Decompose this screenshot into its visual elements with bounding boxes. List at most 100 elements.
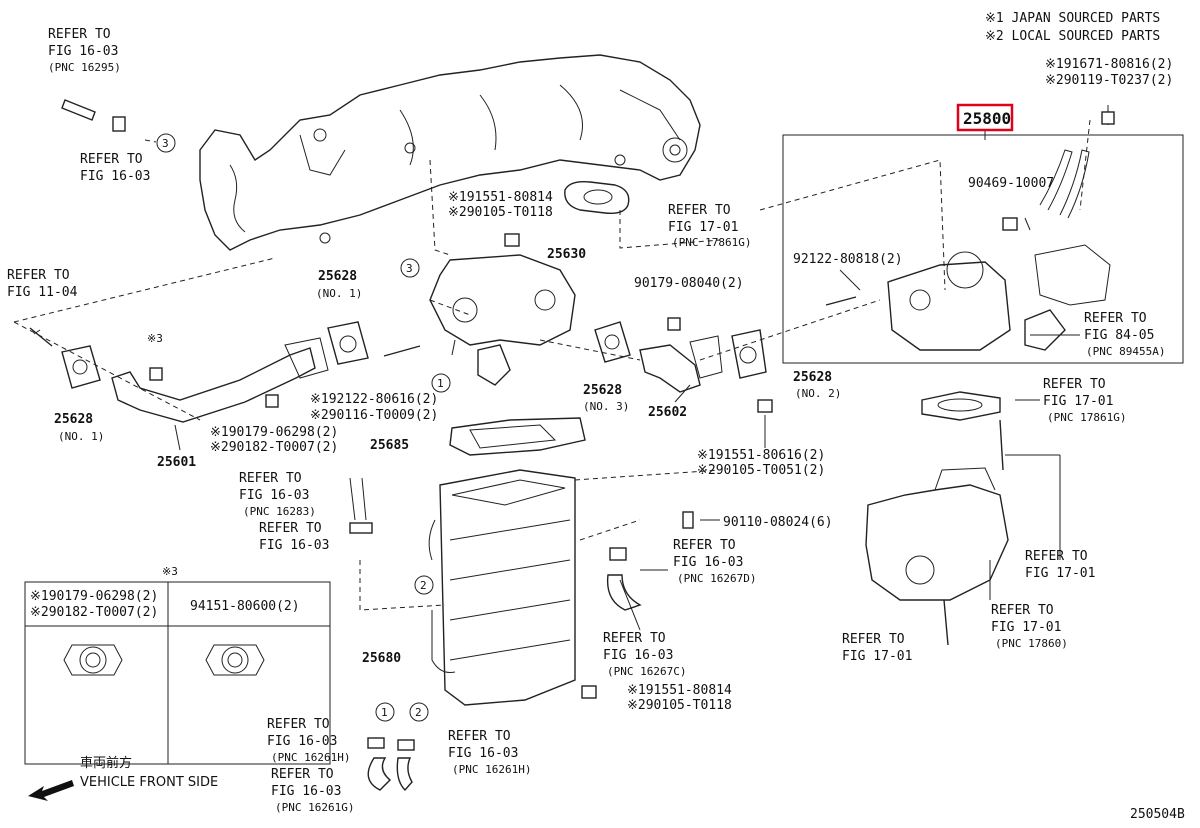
label-s190179-a: ※190179-06298(2) [210, 425, 338, 440]
label-25628-a-no: (NO. 1) [316, 287, 362, 300]
gasket-25628-no1-left-drawing [61, 345, 101, 389]
label-ref-17-01-b1[interactable]: REFER TO [1043, 377, 1106, 392]
label-ref-16-03-e2[interactable]: FIG 16-03 [673, 555, 743, 570]
label-25628-d[interactable]: 25628 [793, 370, 832, 385]
label-ref-84-05-3: (PNC 89455A) [1086, 345, 1165, 358]
svg-text:3: 3 [162, 137, 169, 150]
nut-flanged-icon [63, 644, 123, 676]
gasket-25628-no2-drawing [731, 329, 767, 379]
label-25628-b[interactable]: 25628 [54, 412, 93, 427]
label-ref-17-01-d1[interactable]: REFER TO [991, 603, 1054, 618]
label-ref-17-01-a3: (PNC 17861G) [672, 236, 751, 249]
label-25685[interactable]: 25685 [370, 438, 409, 453]
label-ref-16-03-b1[interactable]: REFER TO [80, 152, 143, 167]
nut-3-drawing [149, 367, 163, 381]
label-ref-17-01-e2[interactable]: FIG 17-01 [842, 649, 912, 664]
label-ref-16-03-i2[interactable]: FIG 16-03 [271, 784, 341, 799]
exhaust-gasket-17861g-drawing [921, 391, 1001, 421]
part-25800-label[interactable]: 25800 [963, 109, 1011, 128]
vehicle-front-arrow-icon [28, 780, 74, 801]
label-ref-17-01-c1[interactable]: REFER TO [1025, 549, 1088, 564]
label-90179[interactable]: 90179-08040(2) [634, 276, 744, 291]
label-ref-11-04-2[interactable]: FIG 11-04 [7, 285, 78, 300]
label-ref-17-01-b3: (PNC 17861G) [1047, 411, 1126, 424]
svg-text:2: 2 [420, 579, 427, 592]
label-ref-16-03-g1[interactable]: REFER TO [267, 717, 330, 732]
label-ref-84-05-2[interactable]: FIG 84-05 [1084, 328, 1154, 343]
label-25630[interactable]: 25630 [547, 247, 586, 262]
gasket-drawing-top [564, 180, 630, 215]
label-s290105-c: ※290105-T0118 [627, 698, 732, 713]
nut-90179-drawing [667, 317, 681, 331]
label-ref-17-01-d2[interactable]: FIG 17-01 [991, 620, 1061, 635]
label-25680[interactable]: 25680 [362, 651, 401, 666]
gasket-25628-no1-mid-drawing [327, 321, 369, 365]
label-s191551-a: ※191551-80814 [448, 190, 553, 205]
label-ref-16-03-e1[interactable]: REFER TO [673, 538, 736, 553]
hose-16261-drawing [367, 737, 415, 792]
label-25628-a[interactable]: 25628 [318, 269, 357, 284]
label-ref-16-03-h2[interactable]: FIG 16-03 [448, 746, 518, 761]
label-ref-16-03-d2[interactable]: FIG 16-03 [259, 538, 329, 553]
exhaust-pipe-17860-drawing [865, 419, 1009, 646]
bolt-191551-b-drawing [757, 399, 773, 413]
label-ref-16-03-h1[interactable]: REFER TO [448, 729, 511, 744]
label-box-left-2: ※290182-T0007(2) [30, 605, 158, 620]
label-ref-16-03-b2[interactable]: FIG 16-03 [80, 169, 150, 184]
label-s191551-b: ※191551-80616(2) [697, 448, 825, 463]
label-ref-17-01-e1[interactable]: REFER TO [842, 632, 905, 647]
label-box-right[interactable]: 94151-80600(2) [190, 599, 300, 614]
label-ref-17-01-a2[interactable]: FIG 17-01 [668, 220, 738, 235]
label-ref-17-01-a1[interactable]: REFER TO [668, 203, 731, 218]
label-ref-16-03-i1[interactable]: REFER TO [271, 767, 334, 782]
circle-ref-2-b: 2 [409, 702, 429, 722]
label-25602[interactable]: 25602 [648, 405, 687, 420]
intake-manifold-drawing [199, 54, 701, 251]
stud-92122-drawing [383, 345, 421, 357]
label-ref-16-03-c2[interactable]: FIG 16-03 [239, 488, 309, 503]
label-25628-b-no: (NO. 1) [58, 430, 104, 443]
part-25800-highlight-box [956, 103, 1014, 132]
label-ref-16-03-f3: (PNC 16267C) [607, 665, 686, 678]
label-ref-16-03-g3: (PNC 16261H) [271, 751, 350, 764]
label-ref-16-03-g2[interactable]: FIG 16-03 [267, 734, 337, 749]
legend-local-sourced: ※2 LOCAL SOURCED PARTS [985, 29, 1160, 44]
egr-throttle-body-drawing [825, 105, 1115, 351]
labels: ※1 JAPAN SOURCED PARTS ※2 LOCAL SOURCED … [7, 11, 1185, 822]
nut-plain-icon [205, 644, 265, 676]
label-ref-16-03-a2[interactable]: FIG 16-03 [48, 44, 118, 59]
label-ref-11-04-1[interactable]: REFER TO [7, 268, 70, 283]
label-ref-16-03-f2[interactable]: FIG 16-03 [603, 648, 673, 663]
label-s192122: ※192122-80616(2) [310, 392, 438, 407]
circle-ref-3-b: 3 [400, 258, 420, 278]
label-25628-c[interactable]: 25628 [583, 383, 622, 398]
legend-japan-sourced: ※1 JAPAN SOURCED PARTS [985, 11, 1160, 26]
label-box-left-1: ※190179-06298(2) [30, 589, 158, 604]
label-ref-16-03-c1[interactable]: REFER TO [239, 471, 302, 486]
bolt-90110-drawing [682, 511, 694, 529]
label-ref-17-01-b2[interactable]: FIG 17-01 [1043, 394, 1113, 409]
label-ref-17-01-d3: (PNC 17860) [995, 637, 1068, 650]
label-s290105-b: ※290105-T0051(2) [697, 463, 825, 478]
label-front-en: VEHICLE FRONT SIDE [80, 775, 218, 790]
fastener-legend-box [24, 581, 331, 765]
label-ref-16-03-d1[interactable]: REFER TO [259, 521, 322, 536]
label-ref-17-01-c2[interactable]: FIG 17-01 [1025, 566, 1095, 581]
label-92122[interactable]: 92122-80818(2) [793, 252, 903, 267]
label-25601[interactable]: 25601 [157, 455, 196, 470]
circle-ref-1-b: 1 [375, 702, 395, 722]
svg-text:3: 3 [406, 262, 413, 275]
label-ref-16-03-a1[interactable]: REFER TO [48, 27, 111, 42]
label-front-jp: 車両前方 [80, 755, 132, 771]
label-ref-84-05-1[interactable]: REFER TO [1084, 311, 1147, 326]
gasket-25628-no3-drawing [594, 321, 631, 363]
leader-lines [13, 119, 1091, 631]
label-ref-16-03-f1[interactable]: REFER TO [603, 631, 666, 646]
label-90110[interactable]: 90110-08024(6) [723, 515, 833, 530]
label-ref-16-03-h3: (PNC 16261H) [452, 763, 531, 776]
label-diagram-code: 250504B [1130, 807, 1185, 822]
circle-ref-1-a: 1 [431, 373, 451, 393]
label-90469[interactable]: 90469-10007 [968, 176, 1054, 191]
pipe-25601-drawing [111, 337, 329, 423]
